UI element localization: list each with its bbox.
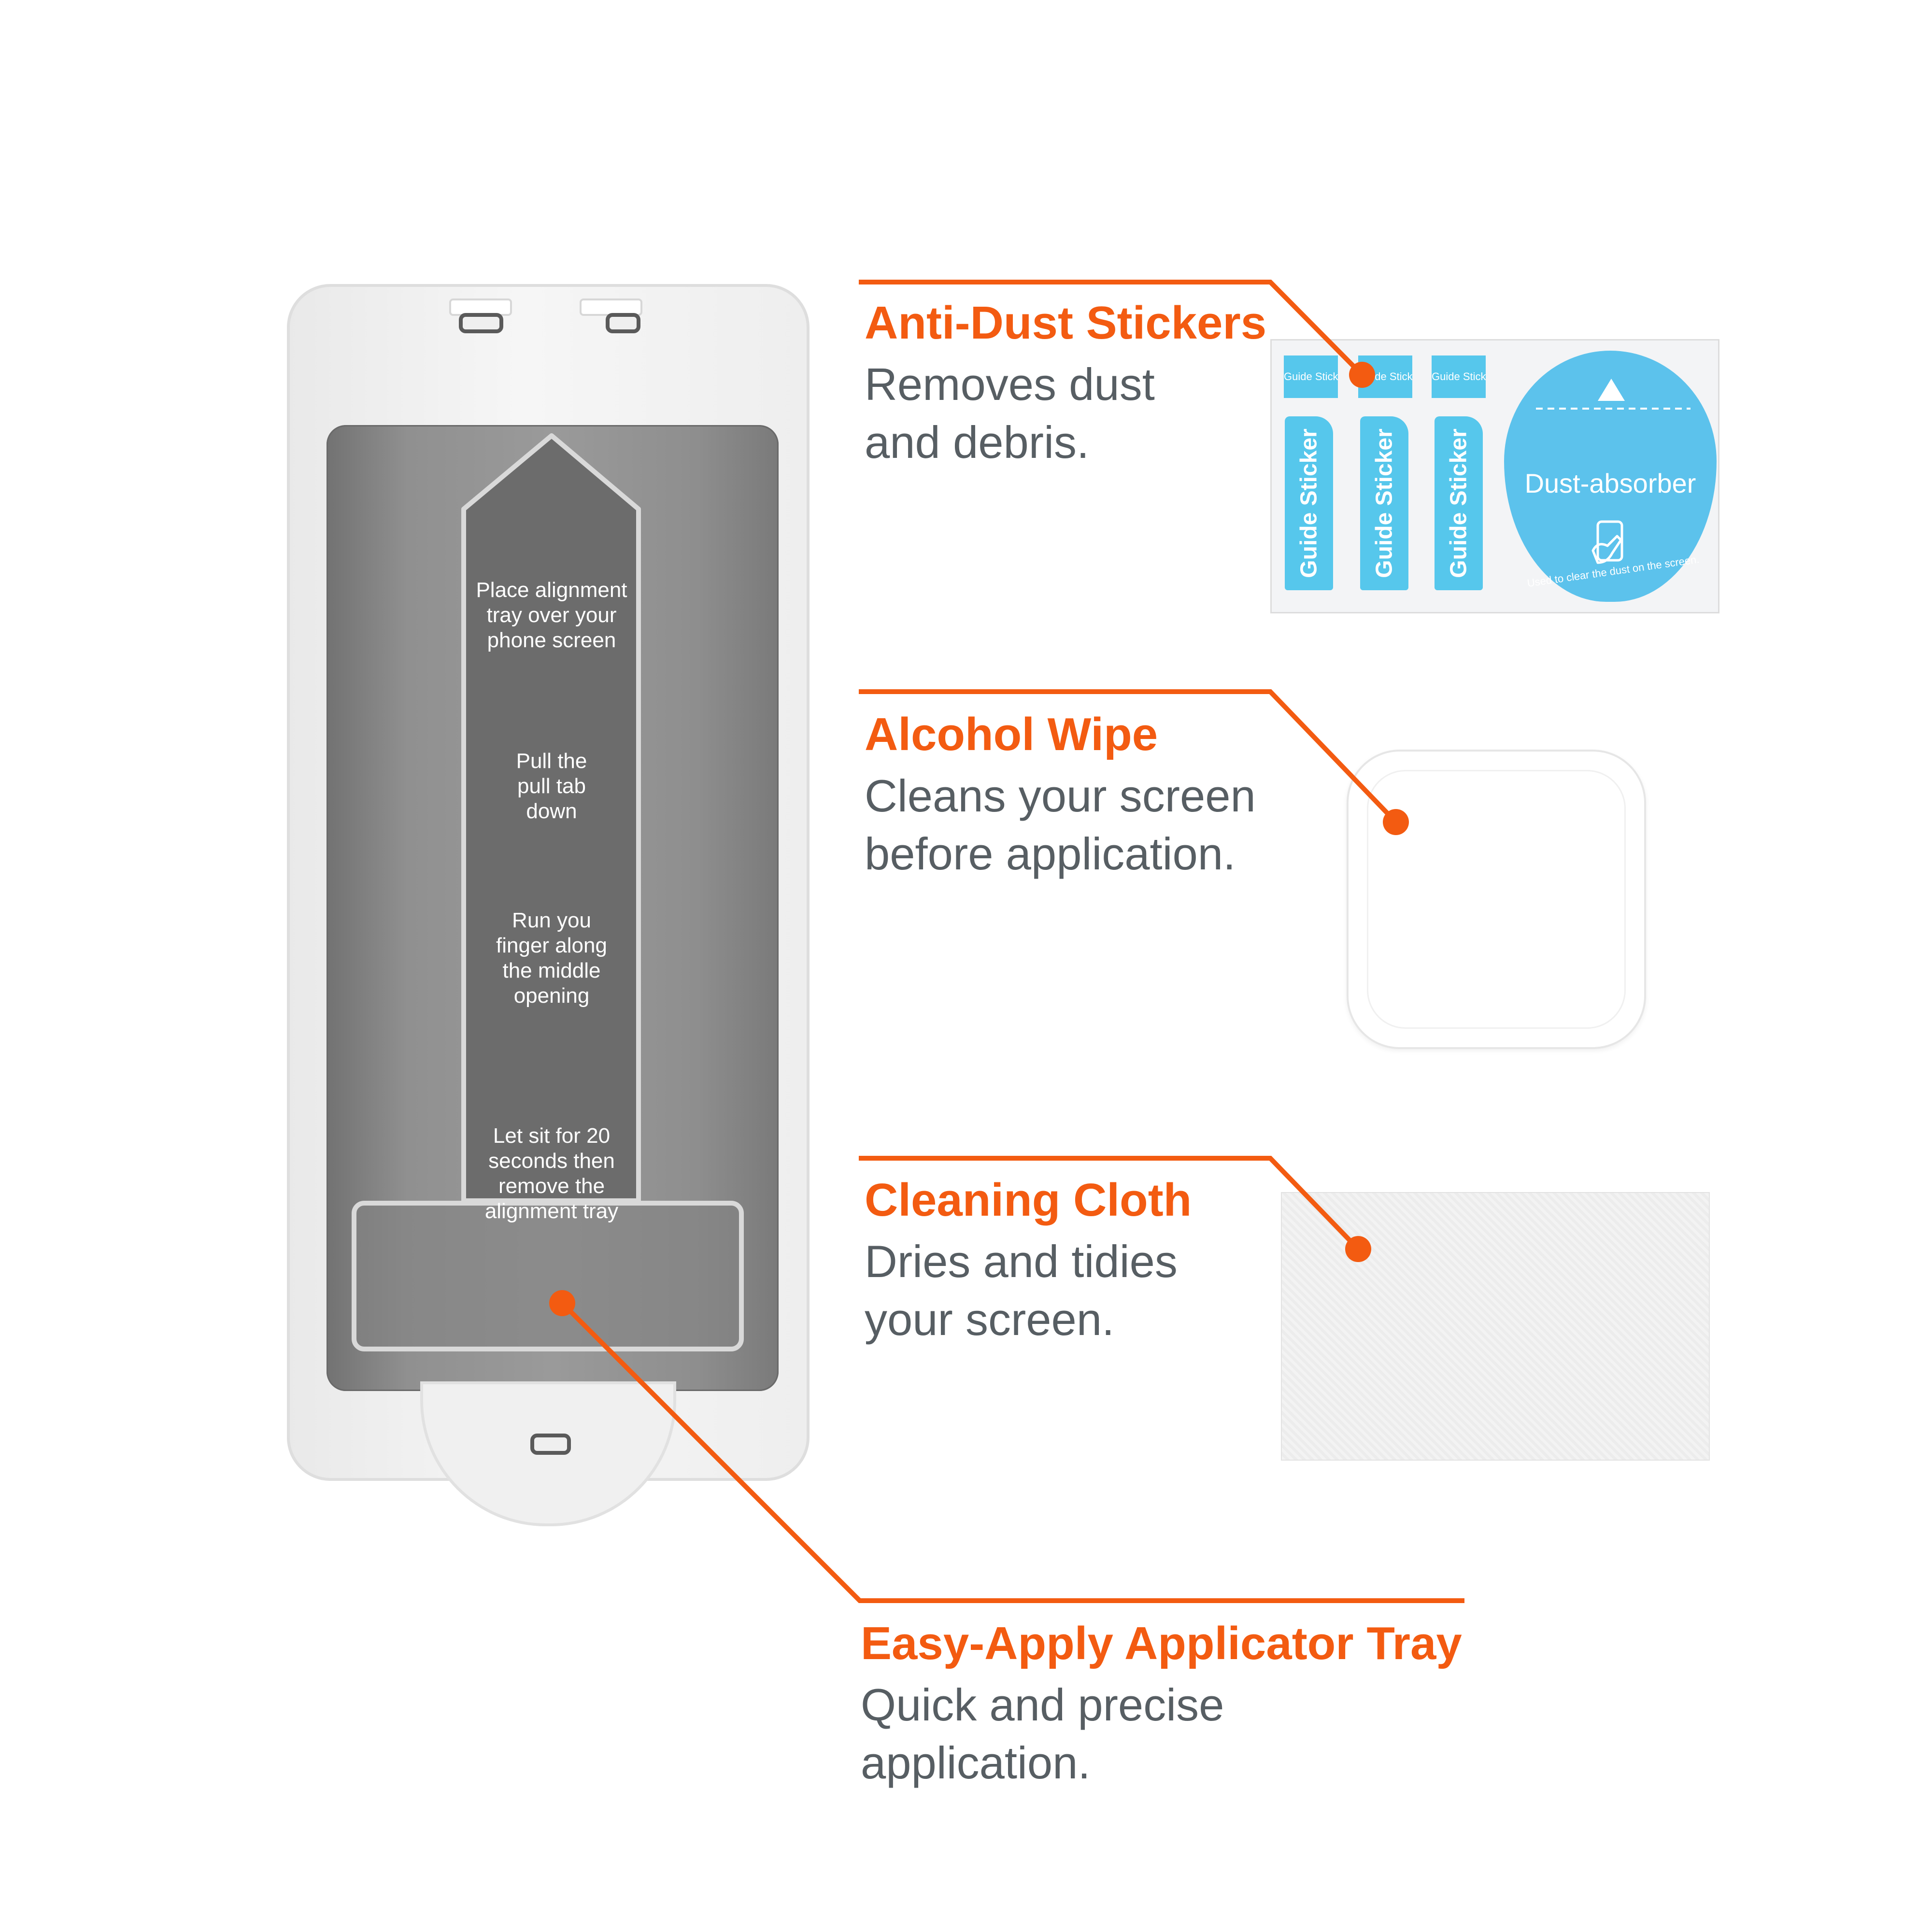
applicator-tray-line-2: application. bbox=[861, 1737, 1091, 1788]
hand-wipe-icon bbox=[1591, 520, 1623, 564]
tray-top-notch-left bbox=[449, 298, 512, 316]
anti-dust-line-1: Removes dust bbox=[865, 359, 1155, 410]
cleaning-cloth-line-1: Dries and tidies bbox=[865, 1236, 1178, 1287]
anti-dust-leader bbox=[859, 280, 1364, 377]
guide-sticker-3: Guide Sticker bbox=[1435, 416, 1483, 590]
cleaning-cloth-leader bbox=[859, 1156, 1360, 1251]
pull-tab-handle[interactable] bbox=[352, 1201, 744, 1351]
tray-bottom-slot bbox=[530, 1434, 571, 1455]
cleaning-cloth-title: Cleaning Cloth bbox=[865, 1174, 1192, 1226]
cleaning-cloth-marker bbox=[1345, 1236, 1371, 1262]
guide-sticker-tag-3: Guide Sticker bbox=[1432, 355, 1486, 398]
applicator-tray-marker bbox=[549, 1290, 575, 1316]
guide-sticker-2: Guide Sticker bbox=[1360, 416, 1408, 590]
dashed-divider bbox=[1536, 408, 1690, 410]
dust-absorber-label: Dust-absorber bbox=[1524, 468, 1696, 498]
anti-dust-line-2: and debris. bbox=[865, 417, 1090, 468]
anti-dust-marker bbox=[1349, 362, 1375, 388]
tray-step-3: Run you finger along the middle opening bbox=[496, 909, 607, 1008]
triangle-up-icon bbox=[1598, 379, 1625, 401]
alcohol-wipe-seal bbox=[1367, 770, 1626, 1029]
alcohol-wipe-line-2: before application. bbox=[865, 828, 1236, 879]
applicator-tray-line-1: Quick and precise bbox=[861, 1679, 1224, 1730]
applicator-tray-leader bbox=[560, 1301, 1464, 1603]
alcohol-wipe-line-1: Cleans your screen bbox=[865, 770, 1256, 821]
alcohol-wipe-title: Alcohol Wipe bbox=[865, 709, 1158, 760]
anti-dust-title: Anti-Dust Stickers bbox=[865, 297, 1267, 349]
guide-sticker-1: Guide Sticker bbox=[1285, 416, 1333, 590]
cleaning-cloth-line-2: your screen. bbox=[865, 1294, 1115, 1345]
tray-step-2: Pull the pull tab down bbox=[516, 749, 587, 823]
tray-step-1: Place alignment tray over your phone scr… bbox=[476, 578, 627, 652]
alcohol-wipe-marker bbox=[1383, 809, 1409, 835]
tray-top-slot-left bbox=[459, 313, 503, 333]
tray-top-slot-right bbox=[606, 313, 640, 333]
applicator-tray-title: Easy-Apply Applicator Tray bbox=[861, 1618, 1462, 1669]
alcohol-wipe-leader bbox=[859, 689, 1398, 824]
tray-step-4: Let sit for 20 seconds then remove the a… bbox=[484, 1124, 619, 1223]
guide-sticker-tag-1: Guide Sticker bbox=[1284, 355, 1338, 398]
